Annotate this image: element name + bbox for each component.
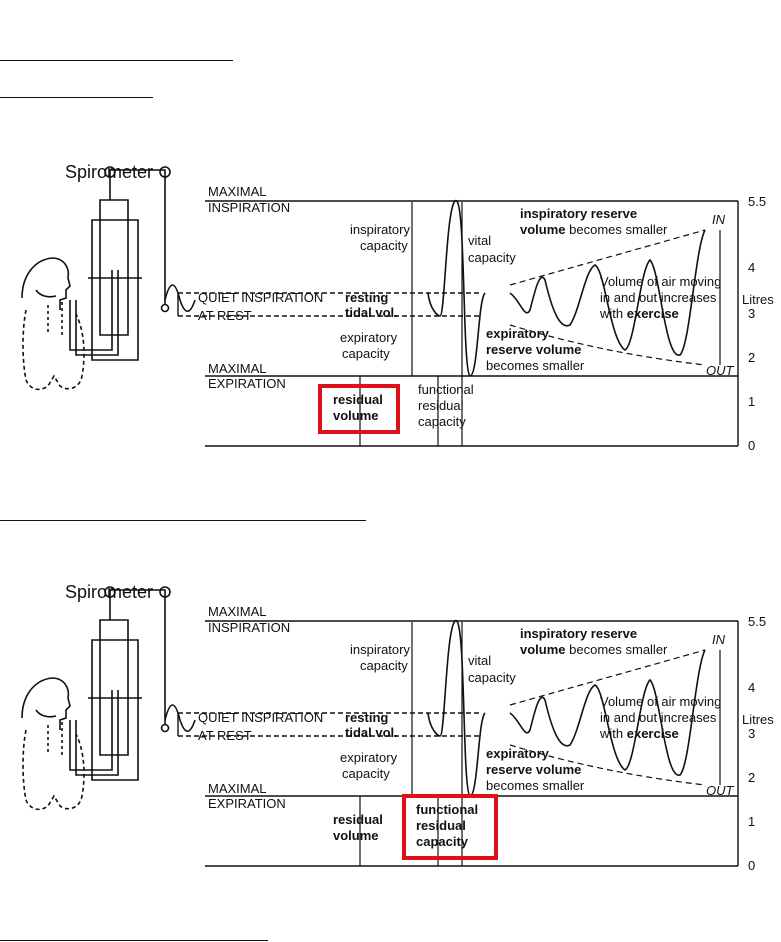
axis-tick-5-5: 5.5 (748, 194, 766, 209)
p2-irv-1: inspiratory reserve (520, 626, 637, 641)
inspiratory-capacity-2: capacity (360, 238, 408, 253)
spirometer-label-2: Spirometer (65, 582, 153, 602)
p2-vital-1: vital (468, 653, 491, 668)
p2-residual-2: volume (333, 828, 379, 843)
p2-max-insp-2: INSPIRATION (208, 620, 290, 635)
exercise-note-1: Volume of air moving (600, 274, 721, 289)
in-label: IN (712, 212, 726, 227)
p2-axis-tick-3: 3 (748, 726, 755, 741)
axis-tick-0: 0 (748, 438, 755, 450)
maximal-expiration-label-1: MAXIMAL (208, 361, 267, 376)
svg-text:inspiratory reserve: inspiratory reserve (520, 626, 637, 641)
p2-resting-2: tidal vol. (345, 725, 398, 740)
inspiratory-capacity-1: inspiratory (350, 222, 410, 237)
erv-line-1: expiratory (486, 326, 550, 341)
maximal-inspiration-label-1: MAXIMAL (208, 184, 267, 199)
irv-bold-2: volume (520, 222, 566, 237)
p2-insp-cap-1: inspiratory (350, 642, 410, 657)
functional-residual-2: residual (418, 398, 464, 413)
p2-ex-3b: exercise (627, 726, 679, 741)
functional-residual-capacity-highlight (402, 794, 498, 860)
residual-volume-highlight (318, 384, 400, 434)
axis-tick-1: 1 (748, 394, 755, 409)
spirometer-figure (21, 166, 196, 391)
p2-frc-3: capacity (416, 834, 469, 849)
spirogram-svg-2: Spirometer MAXIMAL INSPIRATION QUIET INS… (21, 582, 774, 873)
p2-at-rest: AT REST (198, 728, 252, 743)
p2-ex-3a: with (599, 726, 627, 741)
p2-erv-2: reserve volume (486, 762, 581, 777)
p2-insp-cap-2: capacity (360, 658, 408, 673)
svg-text:with exercise: with exercise (599, 306, 679, 321)
maximal-inspiration-label-2: INSPIRATION (208, 200, 290, 215)
p2-vital-2: capacity (468, 670, 516, 685)
p2-axis-tick-2: 2 (748, 770, 755, 785)
p2-axis-unit: Litres (742, 712, 774, 727)
resting-tidal-1: resting (345, 290, 388, 305)
p2-in-label: IN (712, 632, 726, 647)
vital-capacity-1: vital (468, 233, 491, 248)
maximal-expiration-label-2: EXPIRATION (208, 376, 286, 391)
svg-text:volume becomes smaller: volume becomes smaller (520, 222, 668, 237)
heading-rule-2 (0, 60, 233, 61)
exercise-note-2: in and out increases (600, 290, 717, 305)
svg-text:inspiratory reserve: inspiratory reserve (520, 206, 637, 221)
p2-exp-cap-2: capacity (342, 766, 390, 781)
axis-tick-2: 2 (748, 350, 755, 365)
quiet-inspiration-label: QUIET INSPIRATION (198, 290, 323, 305)
p2-max-exp-1: MAXIMAL (208, 781, 267, 796)
functional-residual-1: functional (418, 382, 474, 397)
functional-residual-3: capacity (418, 414, 466, 429)
erv-line-3: becomes smaller (486, 358, 585, 373)
spirogram-svg-1: Spirometer MAXIMAL INSPIRATION QUIET INS… (21, 162, 774, 453)
spirometer-figure-2 (21, 586, 196, 811)
p2-max-exp-2: EXPIRATION (208, 796, 286, 811)
irv-rest-2: becomes smaller (566, 222, 669, 237)
svg-text:with exercise: with exercise (599, 726, 679, 741)
at-rest-label: AT REST (198, 308, 252, 323)
heading-rule-1 (0, 97, 153, 98)
exercise-note-3b: exercise (627, 306, 679, 321)
residual-volume-2: volume (333, 408, 379, 423)
p2-axis-tick-5-5: 5.5 (748, 614, 766, 629)
axis-tick-4: 4 (748, 260, 755, 275)
p2-quiet-insp: QUIET INSPIRATION (198, 710, 323, 725)
lung-volume-diagram-1: Spirometer MAXIMAL INSPIRATION QUIET INS… (0, 150, 781, 453)
p2-ex-1: Volume of air moving (600, 694, 721, 709)
p2-erv-3: becomes smaller (486, 778, 585, 793)
p2-ex-2: in and out increases (600, 710, 717, 725)
out-label: OUT (706, 363, 735, 378)
p2-irv-3: becomes smaller (566, 642, 669, 657)
residual-volume-1: residual (333, 392, 383, 407)
expiratory-capacity-2: capacity (342, 346, 390, 361)
exercise-note-3a: with (599, 306, 627, 321)
spirometer-label: Spirometer (65, 162, 153, 182)
p2-axis-tick-4: 4 (748, 680, 755, 695)
irv-bold-1: inspiratory reserve (520, 206, 637, 221)
heading-rule-4 (0, 940, 268, 941)
p2-exp-cap-1: expiratory (340, 750, 398, 765)
lung-volume-diagram-2: Spirometer MAXIMAL INSPIRATION QUIET INS… (0, 570, 781, 873)
p2-max-insp-1: MAXIMAL (208, 604, 267, 619)
svg-text:volume becomes smaller: volume becomes smaller (520, 642, 668, 657)
heading-rule-3 (0, 520, 366, 521)
axis-tick-3: 3 (748, 306, 755, 321)
axis-unit: Litres (742, 292, 774, 307)
p2-irv-2: volume (520, 642, 566, 657)
p2-residual-1: residual (333, 812, 383, 827)
p2-erv-1: expiratory (486, 746, 550, 761)
p2-axis-tick-1: 1 (748, 814, 755, 829)
vital-capacity-2: capacity (468, 250, 516, 265)
p2-axis-tick-0: 0 (748, 858, 755, 870)
expiratory-capacity-1: expiratory (340, 330, 398, 345)
resting-tidal-2: tidal vol. (345, 305, 398, 320)
p2-out-label: OUT (706, 783, 735, 798)
erv-line-2: reserve volume (486, 342, 581, 357)
p2-frc-1: functional (416, 802, 478, 817)
p2-frc-2: residual (416, 818, 466, 833)
p2-resting-1: resting (345, 710, 388, 725)
